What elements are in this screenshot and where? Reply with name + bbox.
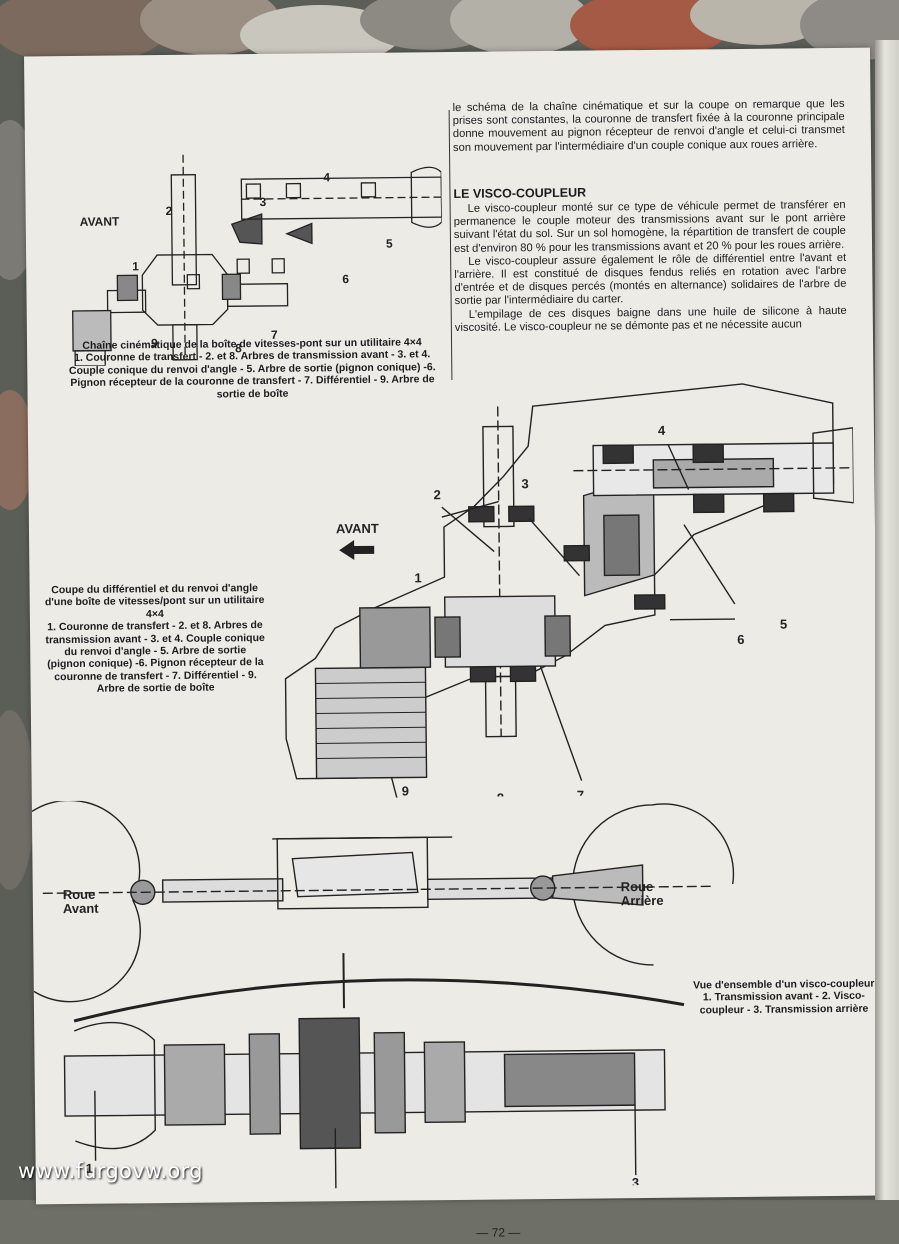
bottom-label-1: 1 bbox=[86, 1161, 93, 1176]
middle-label-6: 6 bbox=[737, 632, 744, 647]
top-label-6: 6 bbox=[342, 272, 349, 286]
roue-arriere-line-2: Arrière bbox=[621, 893, 664, 908]
bottom-viscocoupler-diagram: Roue Avant Roue Arrière 1 2 3 bbox=[31, 799, 735, 1192]
middle-label-2: 2 bbox=[434, 487, 441, 502]
top-label-3: 3 bbox=[259, 195, 266, 209]
roue-avant-line-1: Roue bbox=[63, 887, 96, 902]
middle-section-diagram: AVANT 1 2 3 4 5 6 7 8 9 bbox=[284, 383, 857, 799]
top-label-9: 9 bbox=[151, 336, 158, 350]
magazine-page: AVANT 1 2 3 4 5 6 7 8 9 Chaîne cinématiq… bbox=[24, 47, 882, 1240]
top-kinematic-diagram: AVANT 1 2 3 4 5 6 7 8 9 bbox=[72, 154, 443, 367]
middle-label-7: 7 bbox=[577, 788, 584, 799]
middle-label-4: 4 bbox=[658, 423, 666, 438]
visco-text: Le visco-coupleur monté sur ce type de v… bbox=[454, 199, 847, 335]
top-label-4: 4 bbox=[323, 170, 330, 184]
top-label-1: 1 bbox=[132, 259, 139, 273]
top-label-2: 2 bbox=[166, 204, 173, 218]
visco-paragraph-2: Le visco-coupleur assure également le rô… bbox=[454, 251, 847, 308]
intro-paragraph: le schéma de la chaîne cinématique et su… bbox=[452, 97, 845, 154]
roue-avant-line-2: Avant bbox=[63, 901, 99, 916]
top-label-8: 8 bbox=[235, 341, 242, 355]
roue-arriere-line-1: Roue bbox=[621, 879, 654, 894]
top-avant-label: AVANT bbox=[80, 214, 120, 228]
top-label-7: 7 bbox=[271, 328, 278, 342]
visco-paragraph-3: L'empilage de ces disques baigne dans un… bbox=[454, 304, 847, 334]
section-title: LE VISCO-COUPLEUR bbox=[453, 185, 587, 201]
bottom-diagram-caption: Vue d'ensemble d'un visco-coupleur 1. Tr… bbox=[693, 977, 875, 1017]
top-label-5: 5 bbox=[386, 237, 393, 251]
bottom-label-3: 3 bbox=[632, 1175, 639, 1190]
middle-label-9: 9 bbox=[402, 783, 409, 798]
column-divider bbox=[448, 110, 453, 381]
page-number: — 72 — bbox=[476, 1225, 521, 1240]
visco-paragraph-1: Le visco-coupleur monté sur ce type de v… bbox=[453, 198, 846, 255]
middle-label-3: 3 bbox=[521, 476, 528, 491]
watermark: www.furgovw.org bbox=[18, 1159, 203, 1183]
roue-avant-label: Roue bbox=[63, 887, 96, 902]
middle-avant-label: AVANT bbox=[336, 521, 379, 536]
middle-label-8: 8 bbox=[497, 790, 504, 798]
middle-label-5: 5 bbox=[780, 617, 787, 632]
next-page-edge bbox=[875, 40, 899, 1200]
middle-label-1: 1 bbox=[414, 570, 421, 585]
middle-diagram-caption: Coupe du différentiel et du renvoi d'ang… bbox=[44, 582, 265, 695]
